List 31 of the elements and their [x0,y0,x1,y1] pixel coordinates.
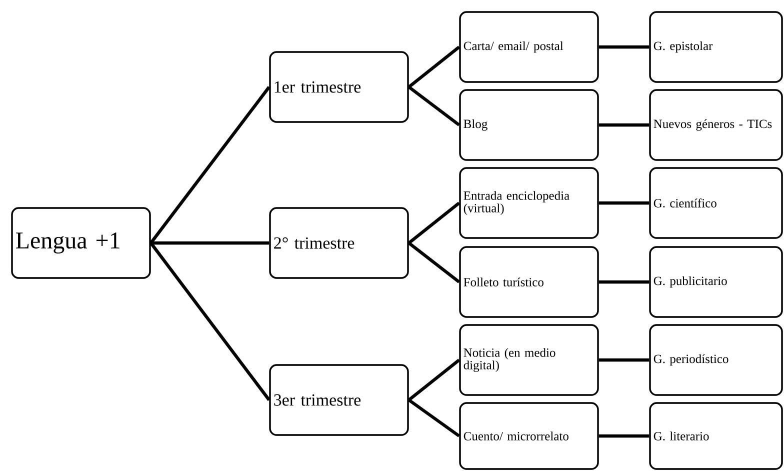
genre-box: G. periodístico [649,324,783,396]
connector-line [150,241,270,245]
genre-box: G. publicitario [649,246,783,318]
root-box: Lengua +1 [11,207,151,279]
connector-line [598,123,650,127]
text-type-box: Carta/ email/ postal [459,11,599,83]
connector-line [598,45,650,49]
connector-line [408,358,460,402]
connector-line [408,242,460,284]
connector-line [408,202,460,244]
connector-line [598,280,650,284]
term-box: 1er trimestre [269,51,409,123]
text-type-box: Noticia (en medio digital) [459,324,599,396]
term-box: 3er trimestre [269,364,409,436]
connector-line [408,86,460,126]
genre-box: G. epistolar [649,11,783,83]
term-box: 2° trimestre [269,207,409,279]
text-type-box: Entrada enciclopedia (virtual) [459,167,599,239]
connector-line [598,434,650,438]
genre-box: G. científico [649,167,783,239]
text-type-box: Cuento/ microrrelato [459,402,599,470]
text-type-box: Folleto turístico [459,246,599,318]
text-type-box: Blog [459,89,599,161]
connector-line [598,201,650,205]
genre-box: G. literario [649,402,783,470]
connector-line [150,242,270,401]
connector-line [598,358,650,362]
connector-line [408,46,460,88]
connector-line [150,86,270,244]
genre-box: Nuevos géneros - TICs [649,89,783,161]
connector-line [408,398,460,438]
